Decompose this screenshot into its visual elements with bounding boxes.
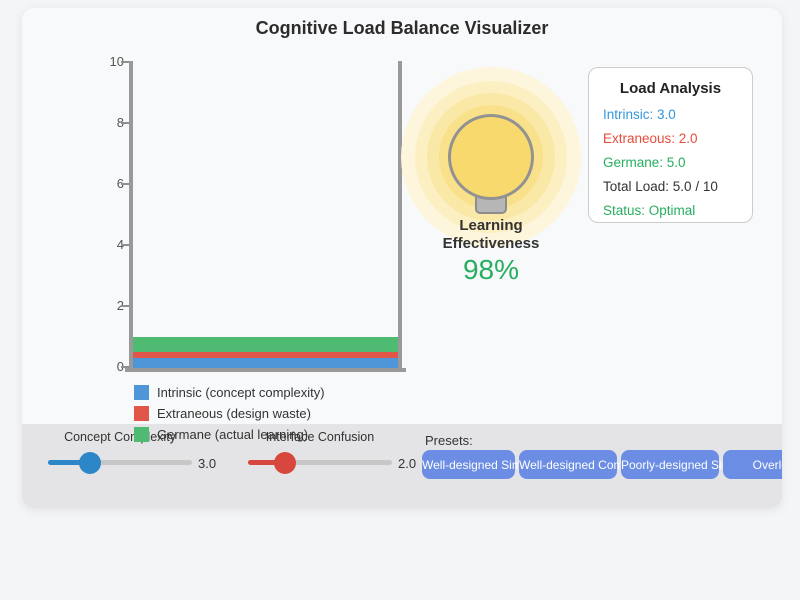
effectiveness-caption-line1: Learning — [459, 217, 523, 234]
interface-confusion-value: 2.0 — [398, 456, 417, 471]
visualizer-card: Cognitive Load Balance Visualizer 10 8 6… — [22, 8, 782, 508]
lightbulb-icon — [448, 114, 534, 200]
intrinsic-fill-segment — [133, 358, 398, 368]
y-axis-tick — [121, 305, 130, 307]
y-axis-tick-label: 2 — [94, 298, 124, 314]
intrinsic-value-readout: Intrinsic: 3.0 — [603, 107, 676, 122]
preset-well-designed-complex-button[interactable]: Well-designed Complex — [519, 450, 646, 479]
panel-title: Load Analysis — [619, 80, 722, 97]
interface-confusion-label: Interface Confusion — [265, 430, 375, 444]
concept-complexity-slider-thumb[interactable] — [79, 452, 101, 474]
concept-complexity-value: 3.0 — [198, 456, 217, 471]
legend-item-extraneous: Extraneous (design waste) — [134, 406, 325, 421]
legend-label: Germane (actual learning) — [157, 427, 309, 442]
y-axis-tick-label: 10 — [109, 54, 124, 69]
extraneous-color-swatch — [134, 406, 149, 421]
y-axis-tick — [121, 183, 130, 185]
effectiveness-caption-line2: Effectiveness — [442, 235, 540, 252]
extraneous-fill-segment — [133, 352, 398, 358]
legend-label: Extraneous (design waste) — [157, 406, 311, 421]
concept-complexity-slider[interactable] — [48, 460, 192, 465]
effectiveness-caption: Learning Effectiveness — [411, 217, 571, 253]
extraneous-value-readout: Extraneous: 2.0 — [603, 131, 698, 146]
preset-overload-button[interactable]: Overload — [723, 450, 782, 479]
germane-fill-segment — [133, 337, 398, 352]
total-load-readout: Total Load: 5.0 / 10 — [603, 179, 718, 194]
legend-item-germane: Germane (actual learning) — [134, 427, 325, 442]
slider-fill — [48, 460, 90, 465]
y-axis-tick — [121, 61, 130, 63]
y-axis-tick-label: 0 — [94, 359, 124, 375]
intrinsic-color-swatch — [134, 385, 149, 400]
container-floor — [125, 368, 406, 372]
interface-confusion-slider[interactable] — [248, 460, 392, 465]
container-right-wall — [398, 61, 402, 372]
legend-label: Intrinsic (concept complexity) — [157, 385, 325, 400]
chart-legend: Intrinsic (concept complexity) Extraneou… — [134, 385, 325, 448]
load-analysis-panel: Load Analysis Intrinsic: 3.0 Extraneous:… — [588, 67, 753, 223]
container-left-wall — [129, 61, 133, 372]
preset-well-designed-simple-button[interactable]: Well-designed Simple — [422, 450, 538, 479]
status-readout: Status: Optimal — [603, 203, 696, 218]
preset-poorly-designed-simple-button[interactable]: Poorly-designed Simple — [621, 450, 748, 479]
y-axis-tick — [121, 244, 130, 246]
y-axis-tick — [121, 366, 130, 368]
y-axis-tick-label: 6 — [94, 176, 124, 192]
y-axis-tick — [121, 122, 130, 124]
effectiveness-percentage: 98% — [462, 254, 520, 285]
legend-item-intrinsic: Intrinsic (concept complexity) — [134, 385, 325, 400]
page-title: Cognitive Load Balance Visualizer — [255, 18, 549, 38]
presets-label: Presets: — [425, 433, 473, 448]
interface-confusion-slider-thumb[interactable] — [274, 452, 296, 474]
y-axis-tick-label: 8 — [94, 115, 124, 131]
slider-fill — [248, 460, 285, 465]
germane-value-readout: Germane: 5.0 — [603, 155, 686, 170]
germane-color-swatch — [134, 427, 149, 442]
y-axis-tick-label: 4 — [94, 237, 124, 253]
